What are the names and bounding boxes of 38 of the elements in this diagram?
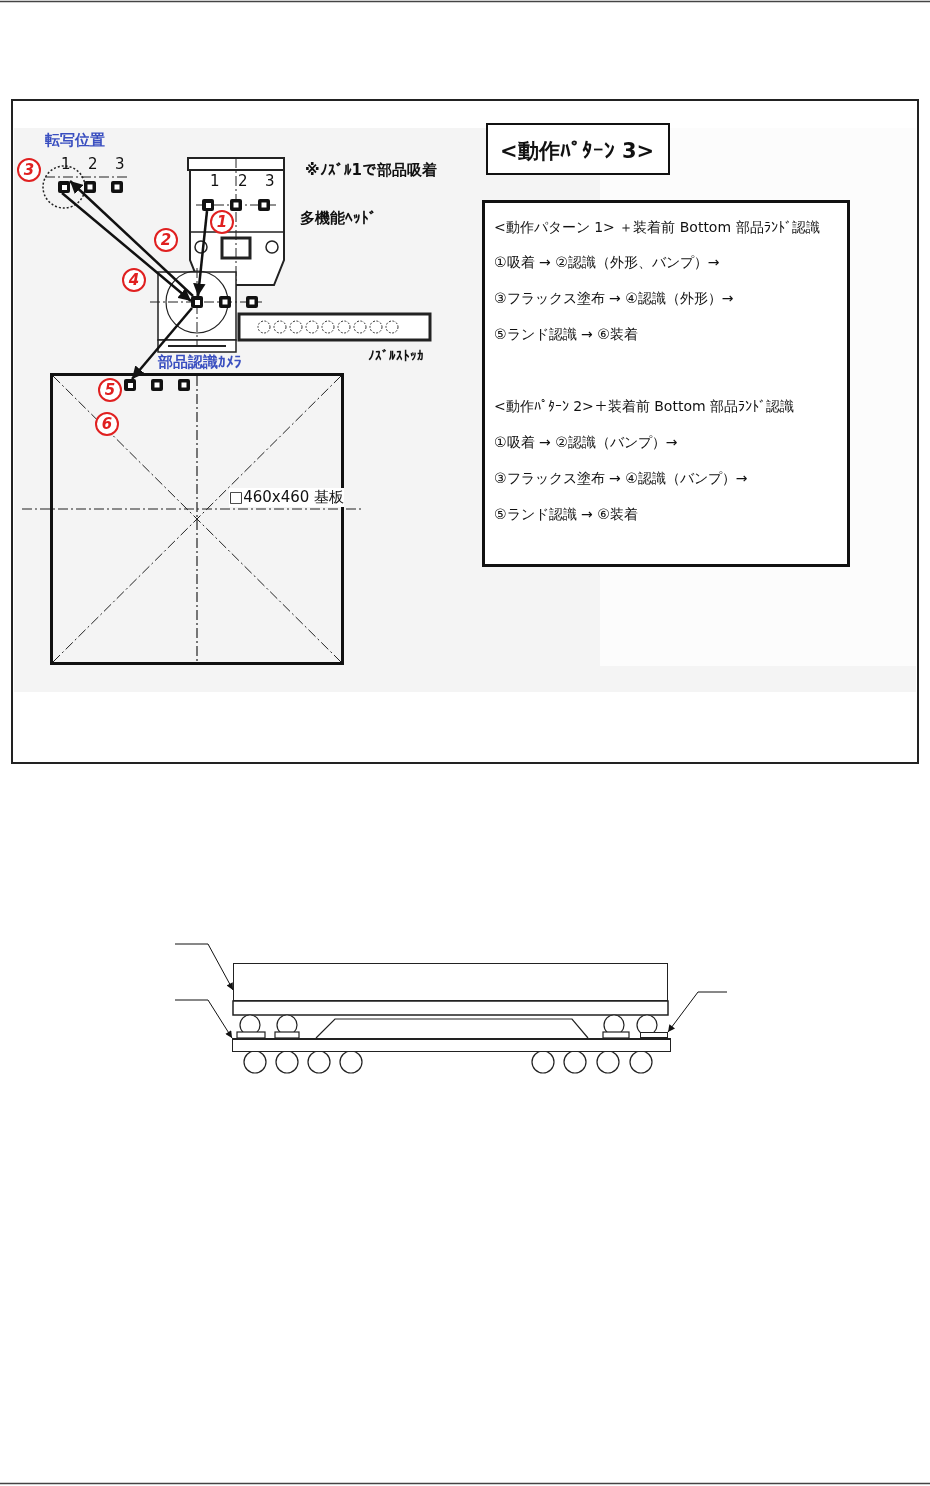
position-number: 3: [265, 172, 275, 190]
position-label: 転写位置: [45, 131, 105, 150]
leader-line: [174, 943, 234, 991]
pattern-heading: <動作パターン 1> ＋装着前 Bottom 部品ﾗﾝﾄﾞ認識: [494, 219, 820, 237]
step-text: ③フラックス塗布 → ④認識（バンプ）→: [494, 470, 748, 488]
arrow: [131, 307, 193, 380]
board-box: [50, 373, 344, 665]
note-text: ※ﾉｽﾞﾙ1で部品吸着: [305, 161, 438, 180]
position-number: 3: [115, 155, 125, 173]
leader-line: [667, 991, 728, 1033]
step-text: ①吸着 → ②認識（バンプ）→: [494, 434, 678, 452]
board-label: □460x460 基板: [229, 488, 345, 507]
arrow: [193, 210, 209, 297]
arrow: [69, 180, 194, 297]
stocker-label: ﾉｽﾞﾙｽﾄｯｶ: [368, 348, 424, 363]
component-chip: [124, 379, 136, 391]
position-number: 1: [210, 172, 220, 190]
head-label: 多機能ﾍｯﾄﾞ: [300, 209, 377, 228]
substrate-bar: [232, 1038, 671, 1052]
arrow: [61, 192, 192, 302]
component-chip: [191, 296, 203, 308]
camera-label: 部品認識ｶﾒﾗ: [158, 353, 242, 372]
step-text: ③フラックス塗布 → ④認識（外形）→: [494, 290, 734, 308]
position-number: 1: [61, 155, 71, 173]
step-text: ①吸着 → ②認識（外形、バンプ）→: [494, 254, 720, 272]
nozzle-chip: [202, 199, 214, 211]
step-text: ⑤ランド認識 → ⑥装着: [494, 506, 638, 524]
position-number: 2: [238, 172, 248, 190]
component-chip: [58, 181, 70, 193]
title-box: [486, 123, 670, 175]
chip-box: [233, 963, 668, 1001]
pattern-heading: <動作ﾊﾟﾀｰﾝ 2>＋装着前 Bottom 部品ﾗﾝﾄﾞ認識: [494, 398, 795, 416]
position-number: 2: [88, 155, 98, 173]
pad-box: [640, 1032, 668, 1038]
step-text: ⑤ランド認識 → ⑥装着: [494, 326, 638, 344]
text-box: [482, 200, 850, 567]
title-text: <動作ﾊﾟﾀｰﾝ 3>: [500, 138, 655, 165]
leader-line: [174, 999, 233, 1039]
